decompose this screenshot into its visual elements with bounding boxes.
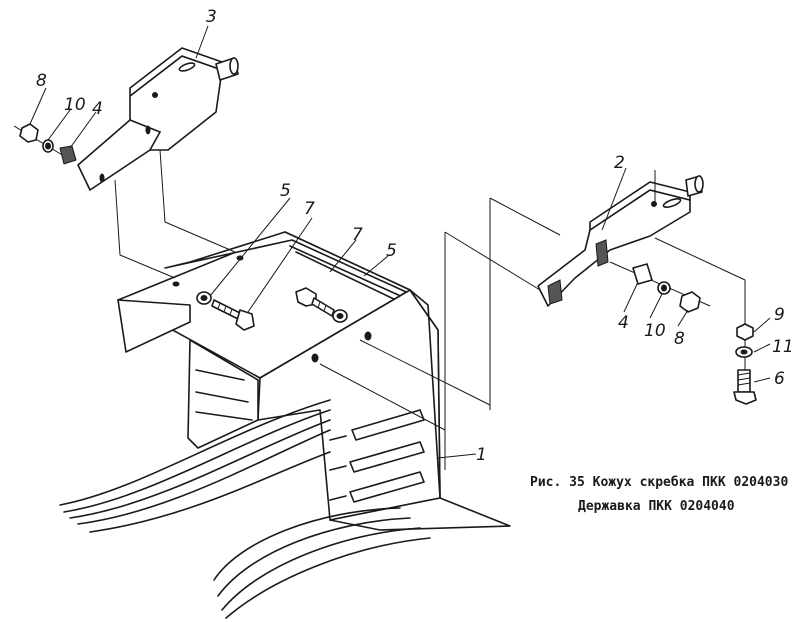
left-bracket-part-3 [77,47,239,191]
callout-6: 6 [774,369,785,389]
assembly-guide-lines [114,149,746,470]
top-bolts [196,287,348,331]
callout-8-right: 8 [674,329,685,349]
callout-8-left: 8 [36,71,47,91]
callout-3: 3 [206,7,217,27]
callout-10-left: 10 [64,95,86,115]
callout-5-right: 5 [386,241,397,261]
callout-5-left: 5 [280,181,291,201]
right-scraper-blades [213,507,431,619]
leader-lines [29,25,771,459]
callout-11: 11 [772,337,794,357]
callout-7-left: 7 [304,199,315,219]
caption-line-2: Державка ПКК 0204040 [578,499,735,514]
right-bracket-part-2 [537,175,704,307]
callout-4-left: 4 [92,99,103,119]
bottom-bolt-parts [733,280,757,405]
right-fasteners [609,261,711,313]
left-scraper-blades [59,399,331,533]
housing-part-1 [117,231,511,531]
left-fasteners [13,123,77,165]
callout-9: 9 [774,305,785,325]
callout-2: 2 [614,153,625,173]
callout-1: 1 [476,445,487,465]
callout-10-right: 10 [644,321,666,341]
callout-7-right: 7 [352,225,363,245]
caption-line-1: Рис. 35 Кожух скребка ПКК 0204030 [530,475,788,490]
callout-4-right: 4 [618,313,629,333]
